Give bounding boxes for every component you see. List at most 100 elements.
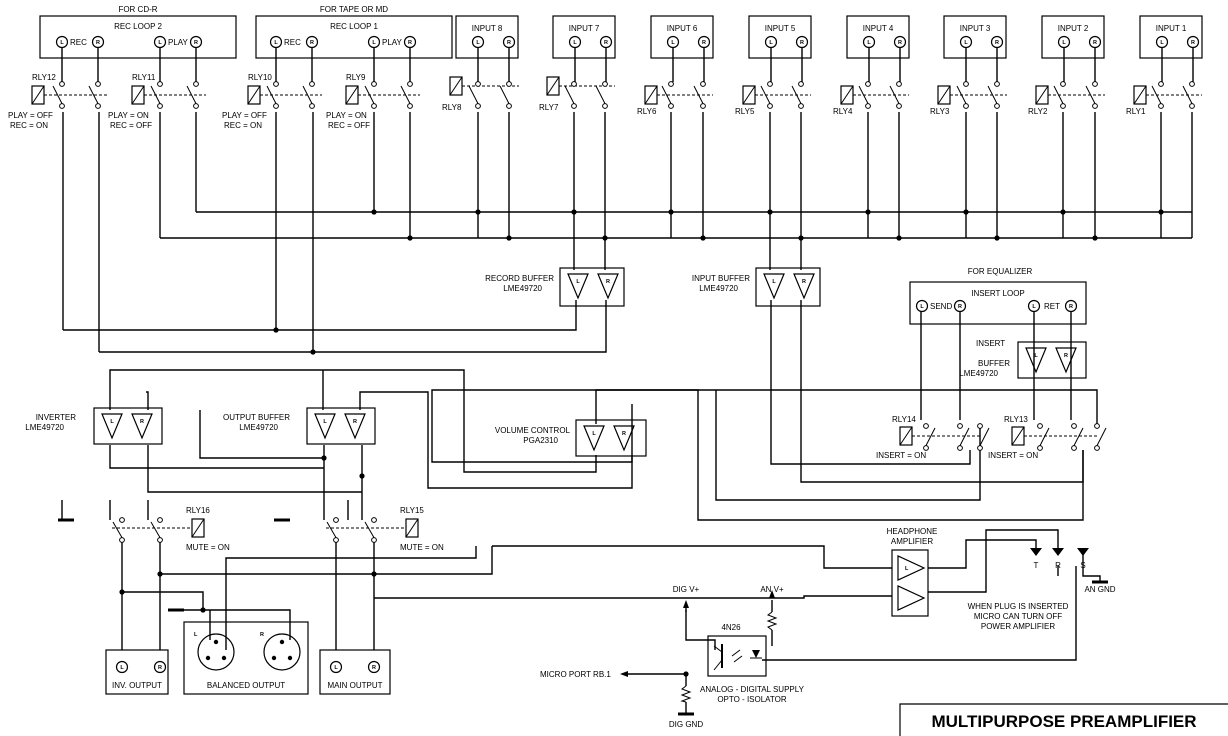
ring-label: R — [1055, 561, 1061, 570]
play-label: PLAY — [168, 38, 189, 47]
play-label: PLAY — [382, 38, 403, 47]
jack-left: L — [1062, 40, 1066, 46]
output-buffer-ic: LME49720 — [239, 423, 278, 432]
jack-left: L — [867, 40, 871, 46]
xlr-pin-label: R — [260, 632, 264, 638]
sleeve-label: S — [1080, 561, 1085, 570]
jack-left: L — [1160, 40, 1164, 46]
rec-loop-title: REC LOOP 1 — [330, 22, 378, 31]
tip-label: T — [1034, 561, 1039, 570]
jack-left: L — [372, 40, 376, 46]
amp-right: R — [140, 419, 144, 425]
rec-loop-title: REC LOOP 2 — [114, 22, 162, 31]
jack-right: R — [158, 665, 162, 671]
relay-note: INSERT = ON — [876, 451, 926, 460]
relay-label: RLY7 — [539, 103, 559, 112]
record-buffer-label: RECORD BUFFER — [485, 274, 554, 283]
amp-right: R — [802, 279, 806, 285]
amp-left: L — [576, 279, 580, 285]
rec-loop-caption: FOR TAPE OR MD — [320, 5, 388, 14]
for-equalizer-label: FOR EQUALIZER — [968, 267, 1033, 276]
jack-right: R — [958, 304, 962, 310]
rec-label: REC — [70, 38, 87, 47]
wiring — [61, 112, 1193, 714]
relay-rly11: RLY11 — [131, 73, 206, 109]
jack-left: L — [573, 40, 577, 46]
relay-note: REC = OFF — [110, 121, 152, 130]
relay-label: RLY5 — [735, 107, 755, 116]
jack-right: R — [310, 40, 314, 46]
output-buffer-label: OUTPUT BUFFER — [223, 413, 290, 422]
jack-left: L — [158, 40, 162, 46]
an-gnd-label: AN GND — [1084, 585, 1115, 594]
relay-rly8: RLY8 — [442, 76, 519, 112]
volume-control-ic: PGA2310 — [523, 436, 558, 445]
relay-rly10: RLY10 — [247, 73, 322, 109]
input-buffer-ic: LME49720 — [699, 284, 738, 293]
jack-right: R — [800, 40, 804, 46]
jack-left: L — [60, 40, 64, 46]
input-label: INPUT 6 — [667, 24, 698, 33]
jack-right: R — [604, 40, 608, 46]
relay-label: RLY4 — [833, 107, 853, 116]
relay-label: RLY1 — [1126, 107, 1146, 116]
diagram-title: MULTIPURPOSE PREAMPLIFIER — [931, 712, 1196, 731]
xlr-pin-label: L — [194, 632, 198, 638]
inverter-label: INVERTER — [36, 413, 77, 422]
jack-right: R — [702, 40, 706, 46]
supply-note-1: ANALOG - DIGITAL SUPPLY — [700, 685, 805, 694]
amp-left: L — [1034, 353, 1038, 359]
jack-left: L — [476, 40, 480, 46]
jack-left: L — [920, 304, 924, 310]
jack-right: R — [194, 40, 198, 46]
supply-note-2: OPTO - ISOLATOR — [717, 695, 787, 704]
relay-note: REC = ON — [224, 121, 262, 130]
relay-rly9: RLY9 — [345, 73, 420, 109]
volume-control-label: VOLUME CONTROL — [495, 426, 571, 435]
input-7: INPUT 7 L R — [552, 15, 616, 82]
amp-right: R — [622, 431, 626, 437]
amp-right: R — [353, 419, 357, 425]
insert-buffer-label: INSERT — [976, 339, 1005, 348]
micro-port-label: MICRO PORT RB.1 — [540, 670, 611, 679]
input-label: INPUT 4 — [863, 24, 894, 33]
relay-note: MUTE = ON — [186, 543, 230, 552]
jack-right: R — [372, 665, 376, 671]
relay-label: RLY8 — [442, 103, 462, 112]
input-label: INPUT 1 — [1156, 24, 1187, 33]
relay-rly3: RLY3 — [930, 81, 1007, 116]
jack-right: R — [898, 40, 902, 46]
relay-label: RLY16 — [186, 506, 210, 515]
insert-buffer-label: BUFFER — [978, 359, 1010, 368]
headphone-label-2: AMPLIFIER — [891, 537, 933, 546]
rec-loop-caption: FOR CD-R — [118, 5, 157, 14]
relay-label: RLY11 — [132, 73, 156, 82]
input-label: INPUT 7 — [569, 24, 600, 33]
relay-rly5: RLY5 — [735, 81, 811, 116]
jack-left: L — [964, 40, 968, 46]
relay-rly12: RLY12 — [31, 73, 108, 109]
headphone-label: HEADPHONE — [887, 527, 938, 536]
relay-rly7: RLY7 — [539, 76, 615, 112]
amp-right: R — [1064, 353, 1068, 359]
ret-label: RET — [1044, 302, 1060, 311]
opto-part-label: 4N26 — [721, 623, 741, 632]
inverter-ic: LME49720 — [25, 423, 64, 432]
input-4: INPUT 4 L R — [846, 15, 910, 82]
